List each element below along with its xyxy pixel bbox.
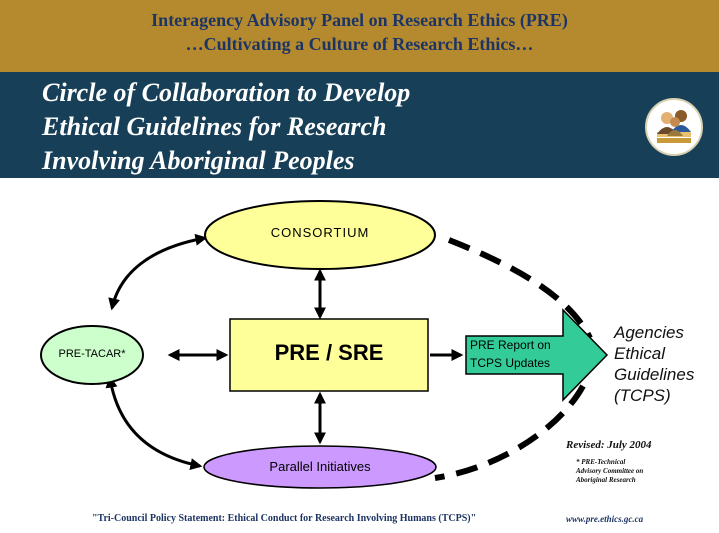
consortium-node	[204, 200, 436, 270]
footer-url[interactable]: www.pre.ethics.gc.ca	[566, 514, 644, 524]
consortium-label: CONSORTIUM	[270, 225, 370, 240]
page-title-line-1: Circle of Collaboration to Develop	[42, 78, 411, 107]
footnote-line-1: * PRE-Technical	[576, 458, 626, 466]
footnote-line-2: Advisory Committee on	[576, 467, 644, 475]
report-arrow	[465, 308, 609, 402]
report-label-line-1: PRE Report on	[470, 338, 551, 352]
arrow-consortium-pretacar	[108, 233, 208, 311]
collaboration-diagram	[40, 200, 609, 489]
title-band	[0, 72, 719, 178]
pretacar-label: PRE-TACAR*	[58, 348, 126, 360]
revised-date: Revised: July 2004	[566, 439, 652, 451]
parallel-initiatives-node	[203, 445, 437, 489]
parallel-initiatives-label: Parallel Initiatives	[269, 459, 371, 474]
people-group-icon	[645, 98, 703, 156]
footer-statement: "Tri-Council Policy Statement: Ethical C…	[92, 513, 477, 524]
agencies-line-2: Ethical	[614, 344, 666, 363]
agencies-line-3: Guidelines	[614, 365, 695, 384]
panel-tagline: …Cultivating a Culture of Research Ethic…	[185, 34, 534, 54]
page-title-line-3: Involving Aboriginal Peoples	[42, 146, 355, 175]
agencies-line-1: Agencies	[614, 323, 684, 342]
pre-sre-node	[229, 318, 429, 392]
agencies-guidelines-label: Agencies Ethical Guidelines (TCPS)	[614, 322, 694, 406]
footnote-line-3: Aboriginal Research	[576, 476, 636, 484]
panel-name: Interagency Advisory Panel on Research E…	[151, 10, 568, 30]
header-band	[0, 0, 719, 72]
page-title-line-2: Ethical Guidelines for Research	[42, 112, 387, 141]
pre-sre-label: PRE / SRE	[274, 340, 384, 365]
dashed-arc-bottom	[434, 384, 586, 481]
arrow-pretacar-parallel	[105, 375, 203, 470]
footnote: * PRE-Technical Advisory Committee on Ab…	[576, 458, 686, 485]
report-label-line-2: TCPS Updates	[470, 356, 551, 370]
agencies-line-4: (TCPS)	[614, 386, 671, 405]
pretacar-node	[40, 325, 144, 385]
